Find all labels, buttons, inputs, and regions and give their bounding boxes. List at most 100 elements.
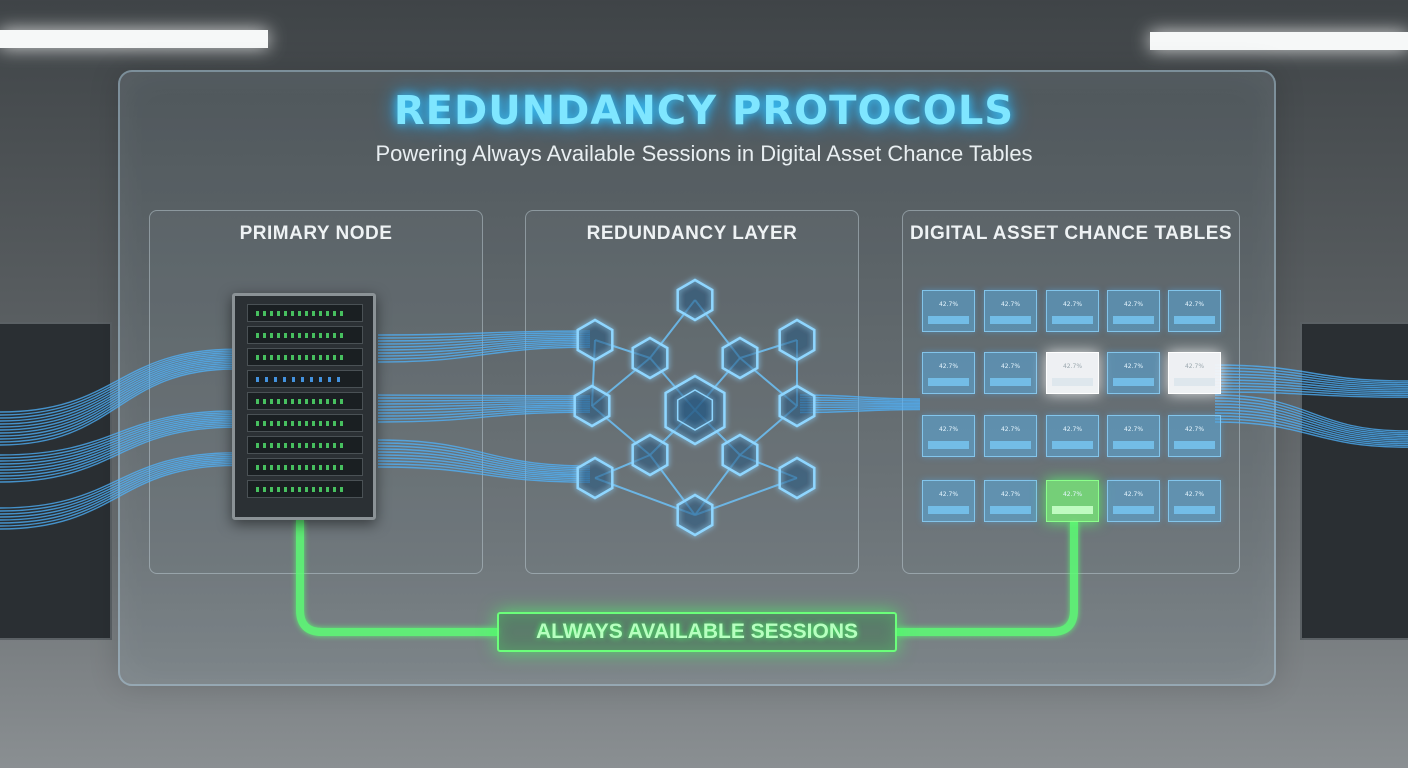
server-led-strip: [256, 355, 346, 360]
chance-table-cell[interactable]: 42.7%: [922, 480, 975, 522]
server-unit: [247, 414, 363, 432]
table-cell-bar: [928, 506, 969, 514]
table-cell-value: 42.7%: [1123, 301, 1144, 308]
table-cell-value: 42.7%: [938, 363, 959, 370]
chance-table-cell[interactable]: 42.7%: [984, 352, 1037, 394]
table-cell-value: 42.7%: [1062, 491, 1083, 498]
hexagon-node-icon-2: [576, 318, 614, 362]
chance-table-cell[interactable]: 42.7%: [1168, 480, 1221, 522]
table-cell-value: 42.7%: [938, 491, 959, 498]
table-cell-bar: [1113, 316, 1154, 324]
table-cell-value: 42.7%: [1062, 301, 1083, 308]
table-cell-value: 42.7%: [938, 426, 959, 433]
session-link-right: [897, 522, 1078, 636]
table-cell-bar: [1174, 316, 1215, 324]
server-unit: [247, 392, 363, 410]
table-cell-value: 42.7%: [1184, 363, 1205, 370]
table-cell-bar: [990, 506, 1031, 514]
table-cell-value: 42.7%: [1000, 301, 1021, 308]
hexagon-node-icon-8: [778, 384, 816, 428]
hexagon-node-icon-3: [631, 336, 669, 380]
chance-table-cell[interactable]: 42.7%: [984, 480, 1037, 522]
table-cell-value: 42.7%: [1123, 491, 1144, 498]
table-cell-value: 42.7%: [1123, 363, 1144, 370]
table-cell-value: 42.7%: [1000, 491, 1021, 498]
chance-table-cell[interactable]: 42.7%: [1107, 352, 1160, 394]
server-led-strip: [256, 399, 346, 404]
server-unit: [247, 370, 363, 388]
fiber-cable-icon: [0, 348, 236, 413]
chance-table-cell[interactable]: 42.7%: [1046, 290, 1099, 332]
primary-node-title: PRIMARY NODE: [239, 223, 393, 244]
server-led-strip: [256, 377, 346, 382]
table-cell-value: 42.7%: [1062, 363, 1083, 370]
hexagon-node-icon-11: [576, 456, 614, 500]
hexagon-node-icon-10: [721, 433, 759, 477]
server-unit: [247, 480, 363, 498]
server-led-strip: [256, 487, 346, 492]
table-cell-bar: [1174, 378, 1215, 386]
hexagon-node-icon-6: [573, 384, 611, 428]
server-led-strip: [256, 333, 346, 338]
server-led-strip: [256, 465, 346, 470]
background-server-rack-right: [1300, 322, 1408, 640]
ceiling-light-left: [0, 30, 268, 48]
server-led-strip: [256, 421, 346, 426]
server-led-strip: [256, 443, 346, 448]
chance-tables-title: DIGITAL ASSET CHANCE TABLES: [909, 223, 1233, 244]
table-cell-bar: [1113, 441, 1154, 449]
hexagon-node-icon-13: [676, 493, 714, 537]
table-cell-bar: [1052, 378, 1093, 386]
hexagon-node-icon-4: [721, 336, 759, 380]
hexagon-node-icon-5: [778, 318, 816, 362]
server-unit: [247, 304, 363, 322]
chance-table-cell[interactable]: 42.7%: [984, 290, 1037, 332]
chance-table-cell[interactable]: 42.7%: [1107, 480, 1160, 522]
chance-table-cell[interactable]: 42.7%: [1046, 352, 1099, 394]
table-cell-bar: [1052, 316, 1093, 324]
page-title: REDUNDANCY PROTOCOLS: [393, 88, 1015, 134]
chance-table-cell[interactable]: 42.7%: [1046, 415, 1099, 457]
page-subtitle: Powering Always Available Sessions in Di…: [375, 141, 1033, 166]
table-cell-value: 42.7%: [1000, 363, 1021, 370]
table-cell-value: 42.7%: [1184, 301, 1205, 308]
server-led-strip: [256, 311, 346, 316]
server-unit: [247, 458, 363, 476]
table-cell-bar: [1174, 506, 1215, 514]
hexagon-node-icon-12: [778, 456, 816, 500]
server-rack-icon: [232, 293, 376, 520]
chance-table-cell[interactable]: 42.7%: [1107, 415, 1160, 457]
chance-table-cell[interactable]: 42.7%: [1168, 290, 1221, 332]
table-cell-value: 42.7%: [1062, 426, 1083, 433]
server-unit: [247, 436, 363, 454]
table-cell-bar: [990, 316, 1031, 324]
table-cell-bar: [1052, 441, 1093, 449]
chance-table-cell[interactable]: 42.7%: [1107, 290, 1160, 332]
server-unit: [247, 326, 363, 344]
chance-table-cell[interactable]: 42.7%: [1168, 415, 1221, 457]
hexagon-node-icon-9: [631, 433, 669, 477]
chance-table-cell[interactable]: 42.7%: [922, 415, 975, 457]
redundancy-layer-title: REDUNDANCY LAYER: [586, 223, 798, 244]
table-cell-value: 42.7%: [938, 301, 959, 308]
chance-table-cell[interactable]: 42.7%: [922, 290, 975, 332]
table-cell-bar: [1113, 378, 1154, 386]
table-cell-bar: [1174, 441, 1215, 449]
table-cell-bar: [928, 441, 969, 449]
hexagon-node-icon-1: [676, 278, 714, 322]
table-cell-bar: [990, 378, 1031, 386]
session-link-left: [296, 520, 497, 636]
chance-table-cell[interactable]: 42.7%: [1046, 480, 1099, 522]
chance-table-cell[interactable]: 42.7%: [1168, 352, 1221, 394]
table-cell-bar: [990, 441, 1031, 449]
table-cell-bar: [928, 378, 969, 386]
table-cell-value: 42.7%: [1000, 426, 1021, 433]
chance-table-cell[interactable]: 42.7%: [984, 415, 1037, 457]
always-available-sessions-badge: ALWAYS AVAILABLE SESSIONS: [497, 612, 897, 652]
table-cell-bar: [1052, 506, 1093, 514]
table-cell-bar: [1113, 506, 1154, 514]
server-unit: [247, 348, 363, 366]
chance-table-cell[interactable]: 42.7%: [922, 352, 975, 394]
